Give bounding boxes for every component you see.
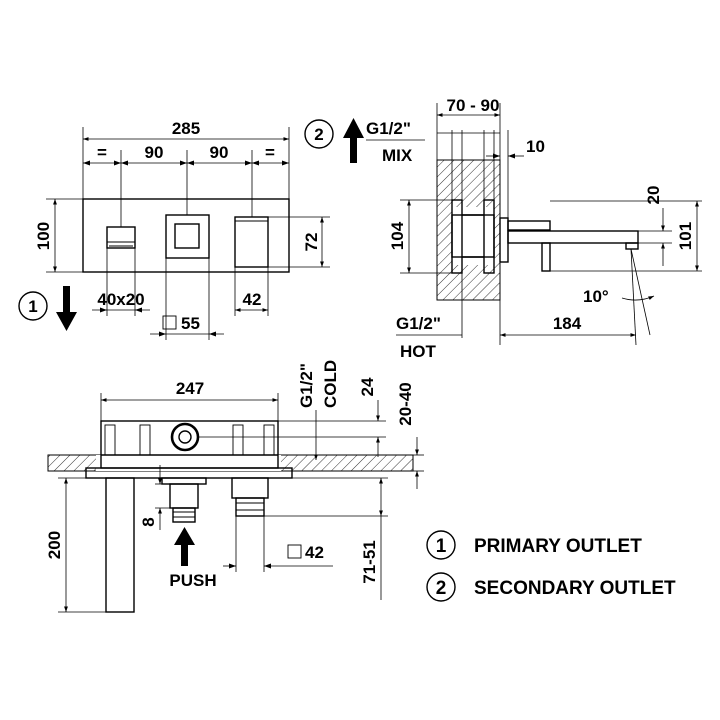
dim-71-51: 71-51 (360, 540, 379, 583)
dim-72: 72 (302, 233, 321, 252)
square-symbol-42 (287, 544, 302, 559)
dim-20-40: 20-40 (396, 382, 415, 425)
dim-8: 8 (139, 517, 158, 526)
legend-label-secondary: SECONDARY OUTLET (474, 578, 676, 599)
dim-70-90: 70 - 90 (447, 96, 500, 115)
down-arrow-icon (56, 286, 77, 331)
inlet-hot-thread: G1/2" (396, 314, 441, 333)
spout-side (507, 230, 639, 244)
side-faceplate (499, 217, 509, 263)
dim-285: 285 (172, 119, 200, 138)
outlet-box (106, 226, 136, 249)
plan-inlet-circle (170, 422, 200, 452)
inlet-hot-label: HOT (400, 342, 437, 361)
push-arrow-icon (174, 527, 195, 566)
legend: 1 PRIMARY OUTLET 2 SECONDARY OUTLET (426, 530, 676, 602)
dim-20: 20 (644, 186, 663, 205)
legend-item-primary: 1 PRIMARY OUTLET (426, 530, 642, 560)
push-button (172, 507, 196, 523)
square-symbol (162, 315, 177, 330)
legend-label-primary: PRIMARY OUTLET (474, 536, 642, 557)
legend-marker-1: 1 (436, 536, 447, 557)
dim-247: 247 (176, 379, 204, 398)
legend-item-secondary: 2 SECONDARY OUTLET (426, 572, 676, 602)
dim-55: 55 (181, 314, 200, 333)
marker-1-label: 1 (28, 297, 37, 316)
dim-42-plan: 42 (305, 543, 324, 562)
inlet-cold-label: COLD (321, 360, 340, 408)
front-view: 285 = 90 90 = 100 72 40x20 42 55 (18, 119, 330, 340)
inlet-mix-label: MIX (382, 146, 413, 165)
inlet-cold-thread: G1/2" (297, 363, 316, 408)
marker-2-label: 2 (314, 125, 323, 144)
dim-equal-right: = (265, 143, 275, 162)
dim-equal-left: = (97, 143, 107, 162)
marker-1-circle (18, 291, 48, 321)
marker-2-circle (304, 119, 334, 149)
dim-104: 104 (388, 221, 407, 250)
dim-42-front: 42 (243, 290, 262, 309)
dim-angle: 10° (583, 287, 609, 306)
dim-10: 10 (526, 137, 545, 156)
push-label: PUSH (169, 571, 216, 590)
dim-101: 101 (676, 222, 695, 250)
front-plate (82, 198, 290, 273)
dim-90-right: 90 (210, 143, 229, 162)
plan-view: 247 G1/2" COLD 24 20-40 200 8 PUSH (45, 360, 424, 613)
knob-square-inner (174, 223, 200, 249)
inlet-mix-thread: G1/2" (366, 119, 411, 138)
dim-200: 200 (45, 531, 64, 559)
dim-40x20: 40x20 (97, 290, 144, 309)
dim-184: 184 (553, 314, 582, 333)
dim-100: 100 (34, 222, 53, 250)
plan-secondary-outlet (235, 497, 265, 517)
up-arrow-icon (343, 118, 364, 163)
knob-square-outer (165, 214, 210, 259)
dim-24: 24 (358, 377, 377, 396)
plan-spout (105, 477, 135, 613)
dim-90-left: 90 (145, 143, 164, 162)
spout-face (234, 216, 269, 268)
legend-marker-2: 2 (436, 578, 447, 599)
side-view: 70 - 90 10 G1/2" MIX 2 104 20 101 (304, 96, 702, 361)
